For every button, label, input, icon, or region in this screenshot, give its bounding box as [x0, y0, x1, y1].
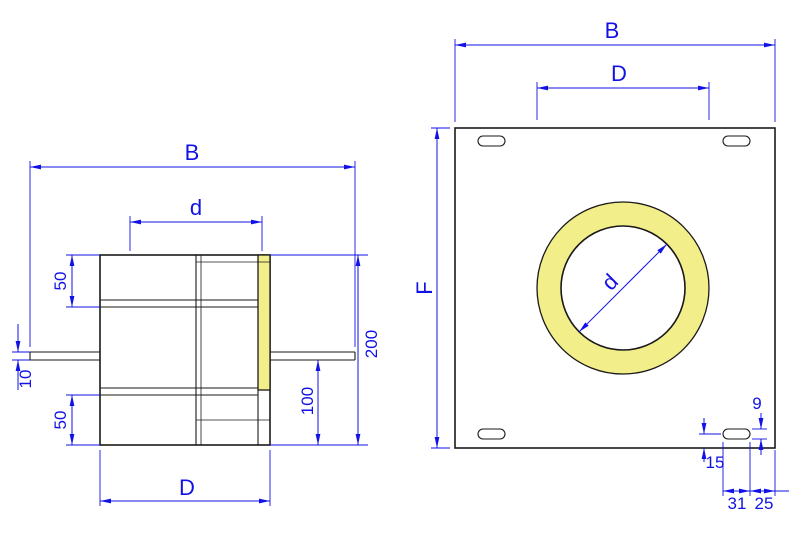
dim-d-outer-front-label: D [611, 61, 627, 86]
dim-b-front-label: B [605, 18, 620, 43]
dimension-line [578, 243, 668, 333]
dim-200: 200 [270, 254, 381, 445]
dim-b-side-label: B [185, 140, 200, 165]
dim-d-side-label: d [190, 195, 202, 220]
dim-100-label: 100 [298, 387, 317, 415]
slot-top-right [722, 135, 751, 147]
side-flange-plate [29, 351, 356, 361]
insulation-strip [257, 254, 271, 391]
dim-200-label: 200 [362, 330, 381, 358]
front-view: B D F d 9 [412, 18, 789, 513]
dim-31-label: 31 [728, 494, 747, 513]
dim-50-top-label: 50 [51, 272, 70, 291]
dim-9-slot-width: 9 [752, 394, 767, 455]
dim-10-label: 10 [16, 370, 35, 389]
slot-bottom-left [477, 428, 506, 440]
dim-b-front: B [454, 18, 776, 122]
dim-25-label: 25 [755, 494, 774, 513]
dim-d-side: d [129, 195, 263, 251]
dim-100: 100 [270, 360, 368, 446]
slot-top-left [477, 135, 506, 147]
side-view: B d 50 10 50 [12, 140, 381, 506]
dim-d-outer-side: D [99, 450, 271, 506]
dim-31-25-slot: 31 25 [722, 442, 789, 513]
dim-15-slot-offset: 15 [699, 418, 724, 472]
dim-10-plate: 10 [12, 324, 35, 390]
dim-50-bottom: 50 [51, 394, 100, 446]
dim-b-side: B [29, 140, 356, 347]
dim-50-top: 50 [51, 254, 100, 308]
dim-15-label: 15 [706, 453, 725, 472]
dim-d-outer-front: D [536, 61, 710, 120]
dim-9-label: 9 [752, 394, 761, 413]
dim-f-label: F [412, 281, 437, 294]
dim-d-outer-side-label: D [179, 475, 195, 500]
side-pipe-body [99, 254, 271, 446]
pipe-outline [99, 254, 271, 446]
mounting-slots [477, 135, 751, 440]
slot-bottom-right [722, 428, 751, 440]
dim-f: F [412, 127, 450, 449]
dim-50-bottom-label: 50 [51, 411, 70, 430]
